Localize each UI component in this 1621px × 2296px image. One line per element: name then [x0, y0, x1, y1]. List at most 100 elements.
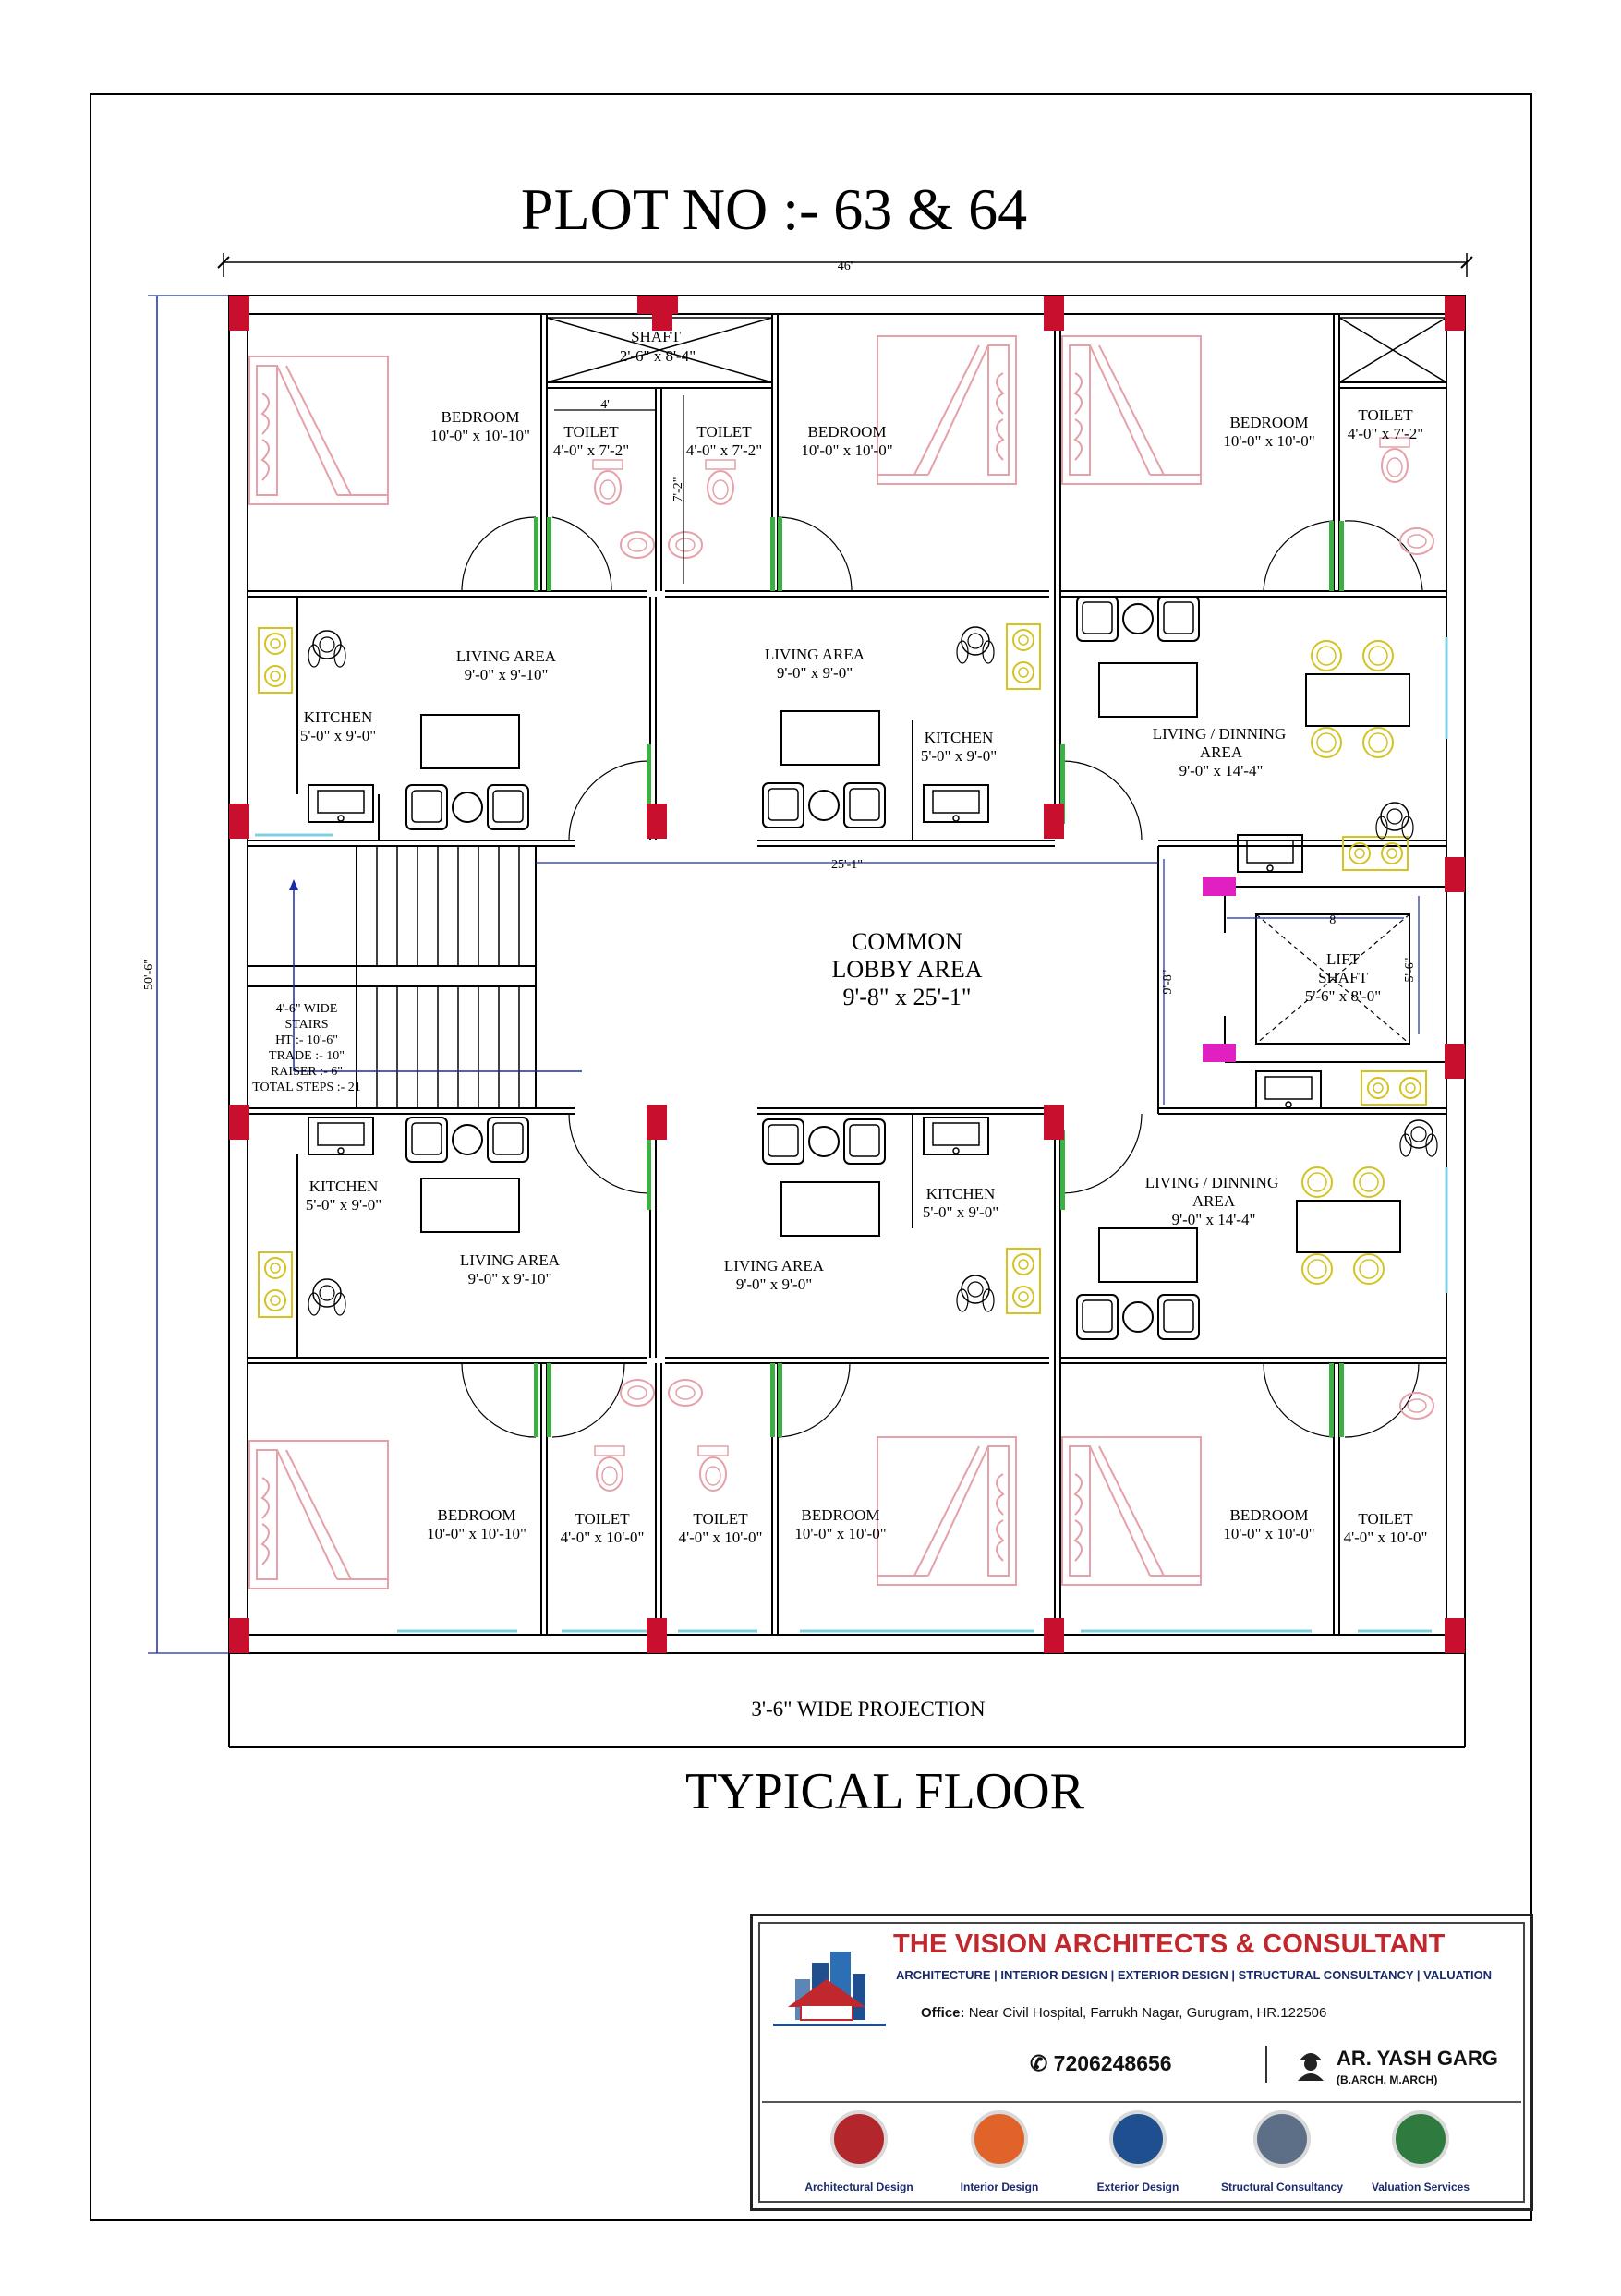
lift-label-2: SHAFT — [1318, 969, 1368, 986]
lobby-size: 9'-8" x 25'-1" — [843, 984, 972, 1010]
toilet-6-label: TOILET — [1358, 1510, 1413, 1528]
lobby-label-2: LOBBY AREA — [832, 956, 983, 983]
bedroom-4-size: 10'-0" x 10'-10" — [427, 1525, 526, 1542]
labels-top: BEDROOM 10'-0" x 10'-10" SHAFT 2'-6" x 8… — [430, 328, 1423, 459]
dimension-width: 46' — [217, 253, 1473, 277]
lift-shaft-cross — [1255, 913, 1410, 1045]
bedroom-1-size: 10'-0" x 10'-10" — [430, 427, 530, 444]
toilet-2-size: 4'-0" x 7'-2" — [686, 441, 762, 459]
valuation-services-icon — [1392, 2110, 1449, 2168]
toilet-1-size: 4'-0" x 7'-2" — [553, 441, 629, 459]
stairs-line-3: HT :- 10'-6" — [275, 1033, 338, 1047]
columns — [229, 296, 1465, 1653]
labels-lobby: COMMON LOBBY AREA 9'-8" x 25'-1" LIFT SH… — [252, 928, 1381, 1094]
living-dining-2-label: LIVING / DINNING — [1145, 1174, 1278, 1191]
stair-treads — [289, 846, 582, 1108]
bedroom-6-size: 10'-0" x 10'-0" — [1223, 1525, 1314, 1542]
service-architectural: Architectural Design — [790, 2110, 928, 2193]
projection-label: 3'-6" WIDE PROJECTION — [751, 1698, 986, 1721]
exterior-design-icon — [1109, 2110, 1167, 2168]
toilet-5-size: 4'-0" x 10'-0" — [679, 1529, 763, 1546]
stairs-line-2: STAIRS — [284, 1018, 328, 1032]
stairs-line-6: TOTAL STEPS :- 21 — [252, 1081, 361, 1094]
card-divider — [762, 2101, 1521, 2103]
bedroom-3-label: BEDROOM — [1229, 414, 1308, 431]
depth-label: 50'-6" — [142, 959, 156, 990]
shaft-label: SHAFT — [631, 328, 681, 345]
toilet-5-label: TOILET — [693, 1510, 748, 1528]
bedroom-6-label: BEDROOM — [1229, 1506, 1308, 1524]
living-3-label: LIVING AREA — [460, 1251, 561, 1269]
dimension-depth: 50'-6" — [142, 295, 231, 1654]
labels-upper-living: LIVING AREA 9'-0" x 9'-10" KITCHEN 5'-0"… — [300, 646, 1286, 779]
lobby-dimensions — [536, 395, 1420, 1105]
card-separator — [1265, 2046, 1267, 2083]
service-label: Architectural Design — [804, 2181, 913, 2193]
labels-bottom: BEDROOM 10'-0" x 10'-10" TOILET 4'-0" x … — [427, 1506, 1427, 1546]
bedroom-2-label: BEDROOM — [807, 423, 886, 441]
living-4-label: LIVING AREA — [724, 1257, 825, 1275]
floor-title: TYPICAL FLOOR — [685, 1763, 1085, 1820]
kitchen-2-size: 5'-0" x 9'-0" — [921, 747, 997, 765]
architectural-design-icon — [830, 2110, 888, 2168]
firm-card-inner — [758, 1922, 1525, 2203]
toilet-1-label: TOILET — [563, 423, 619, 441]
doors — [461, 516, 1423, 1438]
architect-degrees: (B.ARCH, M.ARCH) — [1337, 2073, 1438, 2086]
service-valuation: Valuation Services — [1351, 2110, 1490, 2193]
lift-depth-dim: 5'-6" — [1403, 958, 1417, 983]
toilet-4-label: TOILET — [575, 1510, 630, 1528]
living-3-size: 9'-0" x 9'-10" — [468, 1270, 552, 1287]
kitchen-4-label: KITCHEN — [926, 1185, 996, 1202]
top-shaft — [546, 317, 1447, 383]
living-furniture — [406, 597, 1410, 1339]
firm-name: THE VISION ARCHITECTS & CONSULTANT — [893, 1929, 1446, 1959]
living-1-size: 9'-0" x 9'-10" — [465, 666, 549, 683]
bedroom-5-size: 10'-0" x 10'-0" — [794, 1525, 886, 1542]
shaft-size: 2'-6" x 8'-4" — [620, 347, 696, 365]
service-label: Exterior Design — [1096, 2181, 1179, 2193]
living-dining-1-size: 9'-0" x 14'-4" — [1179, 762, 1264, 779]
lobby-label-1: COMMON — [852, 928, 962, 955]
bedroom-5-label: BEDROOM — [801, 1506, 879, 1524]
bedroom-3-size: 10'-0" x 10'-0" — [1223, 432, 1314, 450]
bedroom-1-label: BEDROOM — [441, 408, 519, 426]
service-exterior: Exterior Design — [1069, 2110, 1207, 2193]
toilet-depth-dim: 7'-2" — [671, 477, 685, 502]
windows — [255, 637, 1448, 1633]
firm-phone[interactable]: ✆ 7206248656 — [1030, 2051, 1172, 2076]
door-leaves — [534, 517, 1344, 1437]
office-label: Office: — [921, 2005, 965, 2021]
toilet-6-size: 4'-0" x 10'-0" — [1344, 1529, 1428, 1546]
firm-services-line: ARCHITECTURE | INTERIOR DESIGN | EXTERIO… — [896, 1968, 1493, 1982]
kitchen-1-size: 5'-0" x 9'-0" — [300, 727, 376, 744]
service-label: Structural Consultancy — [1220, 2181, 1344, 2193]
stairs-line-4: TRADE :- 10" — [269, 1049, 345, 1063]
firm-card: THE VISION ARCHITECTS & CONSULTANT ARCHI… — [750, 1914, 1533, 2211]
living-2-label: LIVING AREA — [765, 646, 865, 663]
stairs-line-1: 4'-6" WIDE — [276, 1002, 338, 1016]
service-interior: Interior Design — [930, 2110, 1069, 2193]
living-2-size: 9'-0" x 9'-0" — [777, 664, 853, 682]
architect-icon — [1298, 2053, 1324, 2081]
living-1-label: LIVING AREA — [456, 647, 557, 665]
labels-lower-living: KITCHEN 5'-0" x 9'-0" LIVING AREA 9'-0" … — [306, 1174, 1278, 1293]
phone-icon: ✆ — [1030, 2051, 1048, 2075]
stairs-line-5: RAISER :- 6" — [271, 1065, 343, 1079]
architect-name: AR. YASH GARG — [1337, 2047, 1498, 2070]
lift-size: 5'-6" x 8'-0" — [1305, 987, 1381, 1005]
service-label: Interior Design — [960, 2181, 1039, 2193]
kitchen-2-label: KITCHEN — [925, 729, 994, 746]
kitchen-4-size: 5'-0" x 9'-0" — [923, 1203, 998, 1221]
living-4-size: 9'-0" x 9'-0" — [736, 1275, 812, 1293]
living-dining-1-label: LIVING / DINNING — [1153, 725, 1286, 743]
interior-design-icon — [971, 2110, 1028, 2168]
kitchen-1-label: KITCHEN — [304, 708, 373, 726]
toilet-4-size: 4'-0" x 10'-0" — [561, 1529, 645, 1546]
living-dining-2-label2: AREA — [1192, 1192, 1236, 1210]
sheet-border — [90, 93, 1532, 2221]
firm-logo-icon — [773, 1952, 886, 2026]
toilet-3-size: 4'-0" x 7'-2" — [1348, 425, 1423, 442]
toilet-2-label: TOILET — [696, 423, 752, 441]
